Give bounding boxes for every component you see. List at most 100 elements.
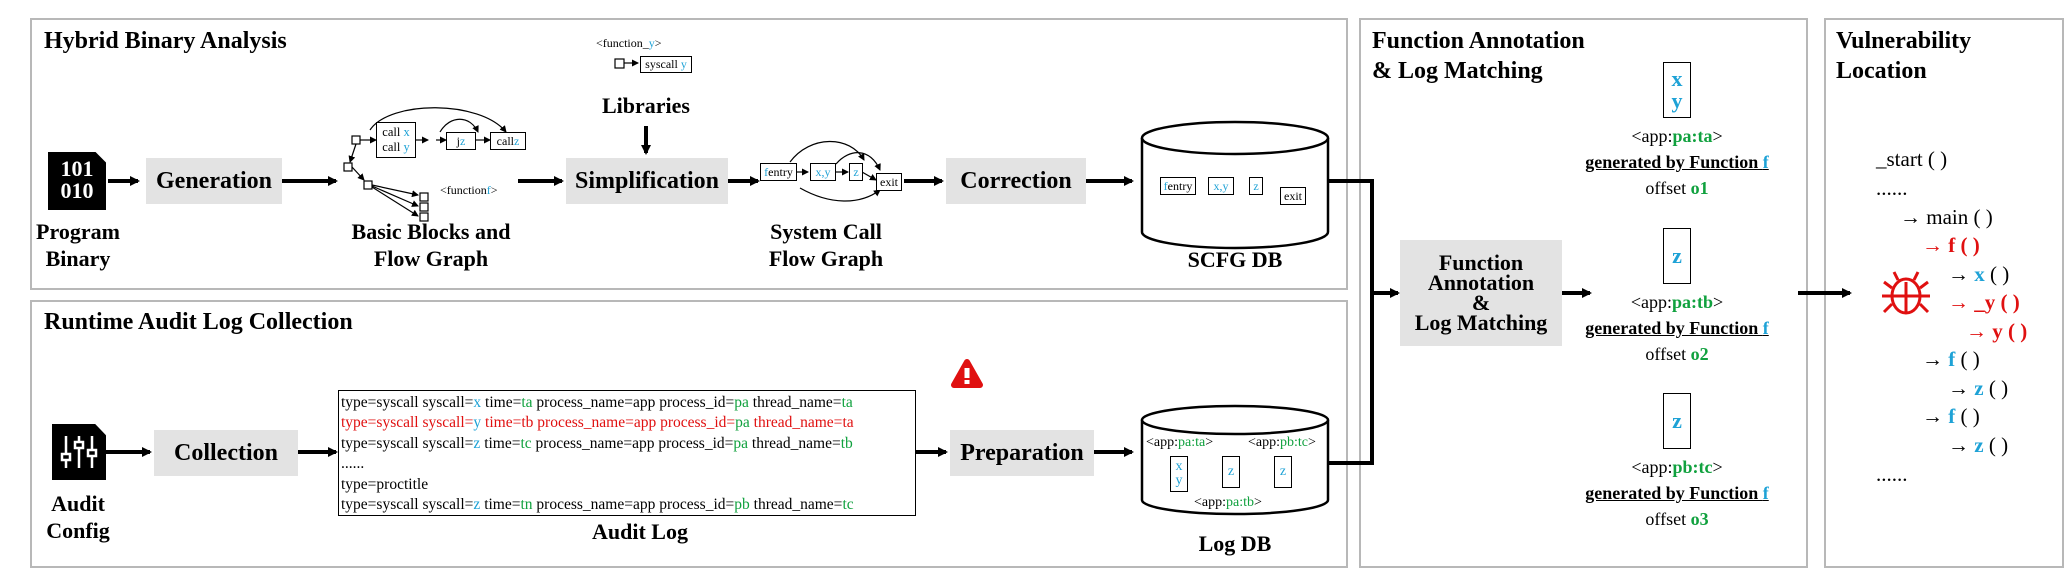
match-var-box: z	[1663, 228, 1691, 284]
log-token: tn	[520, 496, 533, 513]
annotation-title: Function Annotation & Log Matching	[1372, 28, 1585, 84]
match-var: x	[1671, 66, 1683, 91]
db-xy-node: x,y	[1208, 177, 1234, 195]
program-binary-icon: 101 010	[48, 152, 106, 210]
libraries-label: Libraries	[602, 93, 690, 118]
audit-log-line: type=syscall syscall=z time=tn process_n…	[341, 495, 854, 515]
preparation-step: Preparation	[950, 430, 1094, 476]
match-tag: <app:pa:ta>	[1631, 126, 1723, 146]
log-db-z-node-1: z	[1222, 456, 1240, 488]
log-token: thread_name=	[749, 496, 843, 513]
log-token: pa	[733, 434, 749, 452]
audit-config-icon	[52, 424, 106, 480]
simplification-step: Simplification	[566, 158, 728, 204]
runtime-log-title: Runtime Audit Log Collection	[44, 309, 353, 335]
log-token: pa	[735, 414, 750, 432]
audit-config-label: Audit Config	[46, 491, 110, 543]
match-var: z	[1672, 408, 1682, 433]
trace-line: → f ( )	[1922, 404, 1980, 428]
match-var-box: z	[1663, 393, 1691, 449]
log-token: process_name=app process_id=	[532, 394, 735, 411]
trace-line: → main ( )	[1900, 205, 1993, 229]
audit-log-line: type=syscall syscall=z time=tc process_n…	[341, 434, 853, 454]
log-token: tc	[842, 496, 854, 513]
log-token: process_name=app process_id=	[532, 496, 735, 513]
match-generated-by: generated by Function f	[1585, 483, 1769, 503]
trace-line: → _y ( )	[1948, 290, 2020, 314]
syscall-y-node: syscall y	[640, 56, 692, 73]
log-token: type=syscall syscall=	[341, 394, 474, 411]
log-db-tag-pa-tb: <app:pa:tb>	[1194, 495, 1262, 510]
log-token: time=	[481, 414, 522, 432]
log-token: pb	[734, 496, 750, 513]
trace-line: → z ( )	[1948, 433, 2009, 457]
trace-line: ......	[1876, 176, 1908, 200]
hybrid-analysis-title: Hybrid Binary Analysis	[44, 28, 287, 54]
log-db-z-node-2: z	[1274, 456, 1292, 488]
db-z-node: z	[1249, 177, 1263, 195]
binary-digits-bottom: 010	[60, 178, 94, 203]
audit-log-line: type=proctitle	[341, 475, 428, 495]
binary-digits-top: 101	[60, 156, 94, 181]
trace-line: → y ( )	[1966, 319, 2028, 343]
scfg-db-label: SCFG DB	[1187, 247, 1283, 272]
hybrid-analysis-panel	[30, 18, 1348, 290]
z-node: z	[849, 163, 863, 181]
audit-log-label: Audit Log	[592, 519, 688, 544]
match-var: z	[1672, 243, 1682, 268]
function-f-tag: <functionf>	[440, 183, 498, 197]
log-token: process_name=app process_id=	[531, 434, 734, 452]
audit-log-line: ......	[341, 454, 364, 474]
log-token: time=	[481, 394, 522, 411]
log-token: thread_name=	[748, 394, 842, 411]
log-token: ta	[841, 394, 853, 411]
match-offset: offset o1	[1645, 178, 1709, 198]
log-token: z	[473, 434, 481, 452]
log-db-label: Log DB	[1198, 531, 1272, 556]
log-token: tb	[521, 414, 534, 432]
audit-log-box: type=syscall syscall=x time=ta process_n…	[338, 390, 916, 516]
trace-line: → z ( )	[1948, 376, 2009, 400]
log-token: x	[473, 394, 482, 411]
log-token: ta	[521, 394, 533, 411]
log-token: time=	[480, 434, 521, 452]
correction-step: Correction	[946, 158, 1086, 204]
log-token: time=	[480, 496, 521, 513]
scfg-label: System Call Flow Graph	[768, 219, 884, 271]
warning-icon	[951, 359, 983, 388]
log-token: z	[473, 496, 481, 513]
bug-icon	[1882, 271, 1930, 315]
match-generated-by: generated by Function f	[1585, 152, 1769, 172]
match-var: y	[1671, 88, 1683, 113]
log-token: type=proctitle	[341, 475, 429, 493]
call-xy-node: call x call y	[376, 122, 416, 158]
trace-line: ......	[1876, 462, 1908, 486]
trace-line: → f ( )	[1922, 347, 1980, 371]
log-token: type=syscall syscall=	[341, 434, 474, 452]
match-tag: <app:pb:tc>	[1631, 457, 1723, 477]
trace-line: → x ( )	[1948, 262, 2010, 286]
match-offset: offset o2	[1645, 344, 1709, 364]
db-exit-node: exit	[1280, 187, 1306, 205]
log-token: tb	[840, 434, 853, 452]
trace-line: _start ( )	[1876, 147, 1948, 171]
log-token: ......	[341, 455, 365, 473]
trace-line: → f ( )	[1922, 233, 1980, 257]
exit-node: exit	[876, 173, 902, 191]
runtime-log-panel	[30, 300, 1348, 568]
log-token: type=syscall syscall=	[341, 496, 474, 513]
log-token: pa	[734, 394, 749, 411]
function-y-tag: <function_y>	[596, 36, 662, 50]
log-token: y	[473, 414, 482, 432]
match-tag: <app:pa:tb>	[1630, 292, 1724, 312]
audit-log-line: type=syscall syscall=y time=tb process_n…	[341, 413, 854, 433]
log-token: thread_name=	[748, 434, 841, 452]
match-generated-by: generated by Function f	[1585, 318, 1769, 338]
xy-node: x,y	[810, 163, 836, 181]
log-token: ta	[842, 414, 854, 432]
